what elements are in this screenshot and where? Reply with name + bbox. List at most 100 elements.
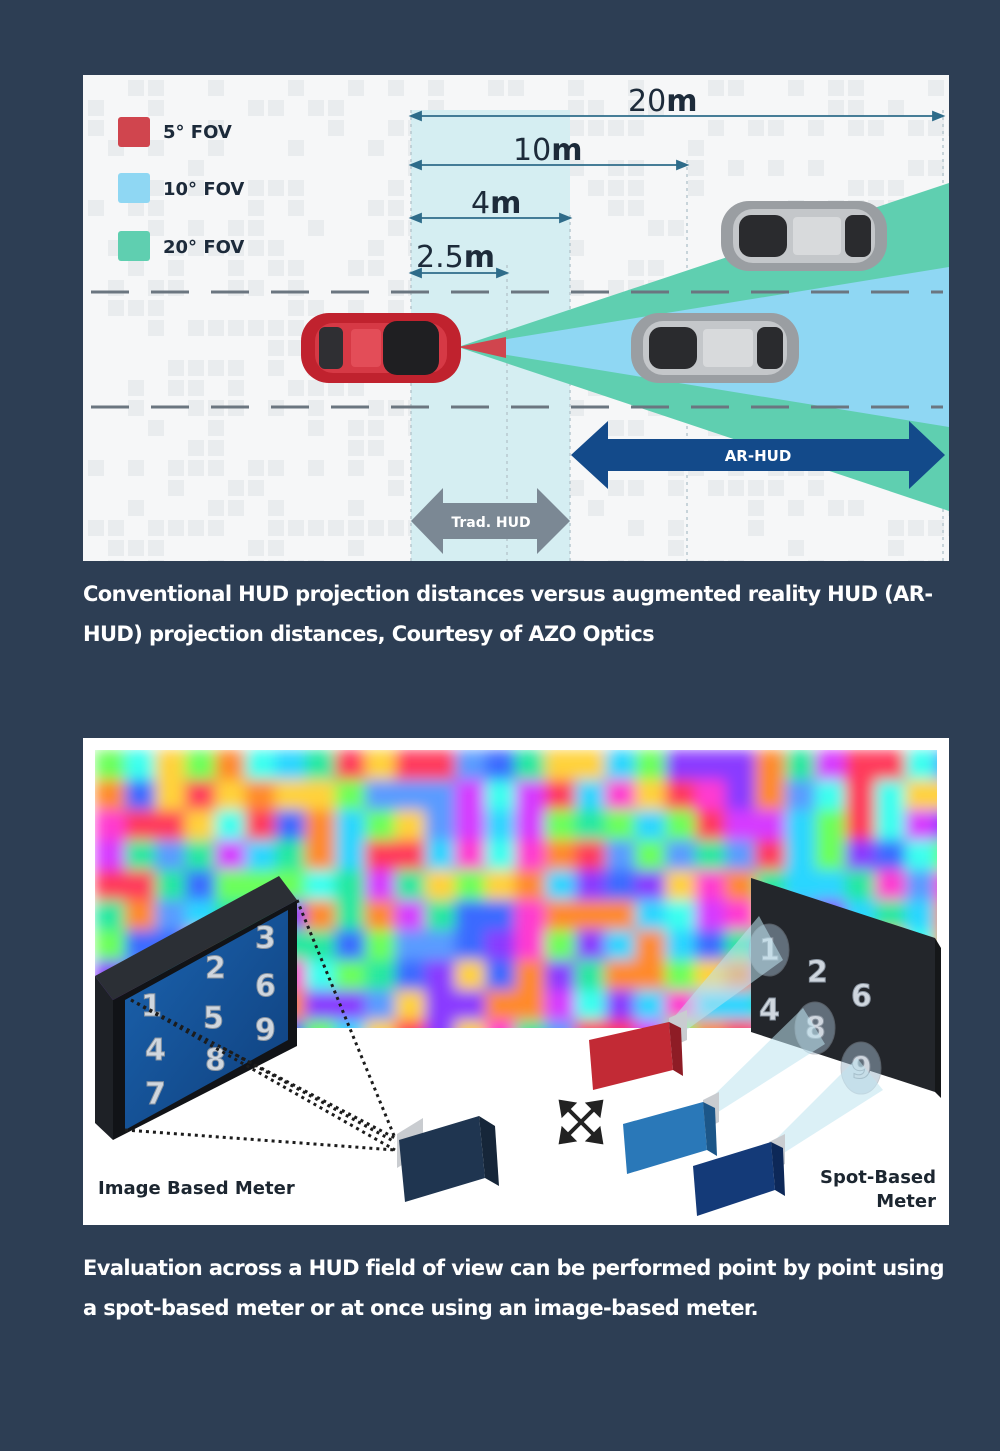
background-square [88, 120, 104, 136]
background-square [248, 280, 264, 296]
background-square [328, 100, 344, 116]
mosaic-tile [305, 840, 335, 870]
background-square [148, 420, 164, 436]
background-square [308, 400, 324, 416]
mosaic-tile [455, 1020, 485, 1028]
background-square [208, 320, 224, 336]
background-square [628, 80, 644, 96]
background-square [228, 260, 244, 276]
background-square [128, 540, 144, 556]
mosaic-tile [755, 840, 785, 870]
background-square [748, 480, 764, 496]
background-square [628, 200, 644, 216]
background-square [188, 180, 204, 196]
background-square [268, 340, 284, 356]
mosaic-tile [845, 870, 875, 900]
background-square [628, 520, 644, 536]
background-square [88, 460, 104, 476]
mosaic-tile [515, 1020, 545, 1028]
background-square [728, 80, 744, 96]
mosaic-tile [395, 870, 425, 900]
mosaic-tile [425, 810, 455, 840]
distance-label-10m: 10m [513, 133, 582, 168]
mosaic-tile [215, 870, 245, 900]
mosaic-tile [365, 870, 395, 900]
background-square [928, 560, 944, 561]
background-square [628, 160, 644, 176]
mosaic-tile [335, 810, 365, 840]
mosaic-tile [665, 750, 695, 780]
mosaic-tile [635, 840, 665, 870]
background-square [228, 320, 244, 336]
mosaic-tile [905, 870, 935, 900]
mosaic-tile [425, 990, 455, 1020]
background-square [248, 200, 264, 216]
mosaic-tile [485, 930, 515, 960]
background-square [568, 480, 584, 496]
mosaic-tile [365, 1020, 395, 1028]
background-square [228, 360, 244, 376]
distance-label-20m: 20m [628, 84, 697, 119]
panel-digit: 4 [145, 1033, 166, 1068]
background-square [128, 260, 144, 276]
background-square [148, 280, 164, 296]
mosaic-tile [455, 960, 485, 990]
mosaic-tile [455, 750, 485, 780]
mosaic-tile [245, 810, 275, 840]
mosaic-tile [845, 750, 875, 780]
mosaic-tile [125, 840, 155, 870]
background-square [148, 300, 164, 316]
background-square [288, 80, 304, 96]
background-square [308, 300, 324, 316]
mosaic-tile [785, 840, 815, 870]
background-square [168, 480, 184, 496]
background-square [388, 300, 404, 316]
mosaic-tile [215, 750, 245, 780]
background-square [348, 380, 364, 396]
background-square [628, 100, 644, 116]
panel-digit: 6 [255, 969, 276, 1004]
background-square [308, 560, 324, 561]
mosaic-tile [245, 840, 275, 870]
mosaic-tile [545, 870, 575, 900]
background-square [928, 80, 944, 96]
mosaic-tile [605, 810, 635, 840]
background-square [188, 220, 204, 236]
background-square [348, 500, 364, 516]
background-square [628, 420, 644, 436]
mosaic-tile [485, 840, 515, 870]
legend-label-20: 20° FOV [163, 237, 244, 258]
background-square [948, 120, 949, 136]
background-square [128, 80, 144, 96]
other-car-center [631, 313, 799, 383]
mosaic-tile [665, 870, 695, 900]
mosaic-tile [125, 750, 155, 780]
background-square [248, 180, 264, 196]
mosaic-tile [545, 780, 575, 810]
mosaic-tile [485, 960, 515, 990]
mosaic-tile [725, 810, 755, 840]
mosaic-tile [665, 930, 695, 960]
mosaic-tile [815, 750, 845, 780]
mosaic-tile [605, 930, 635, 960]
mosaic-tile [545, 900, 575, 930]
mosaic-tile [905, 780, 935, 810]
mosaic-tile [755, 780, 785, 810]
background-square [228, 280, 244, 296]
mosaic-tile [95, 840, 125, 870]
mosaic-tile [425, 780, 455, 810]
mosaic-tile [695, 840, 725, 870]
background-square [928, 160, 944, 176]
background-square [148, 320, 164, 336]
legend-swatch-20 [118, 231, 150, 261]
mosaic-tile [185, 750, 215, 780]
background-square [148, 100, 164, 116]
mosaic-tile [335, 900, 365, 930]
mosaic-tile [575, 870, 605, 900]
background-square [388, 80, 404, 96]
background-square [808, 120, 824, 136]
background-square [848, 80, 864, 96]
mosaic-tile [725, 900, 755, 930]
